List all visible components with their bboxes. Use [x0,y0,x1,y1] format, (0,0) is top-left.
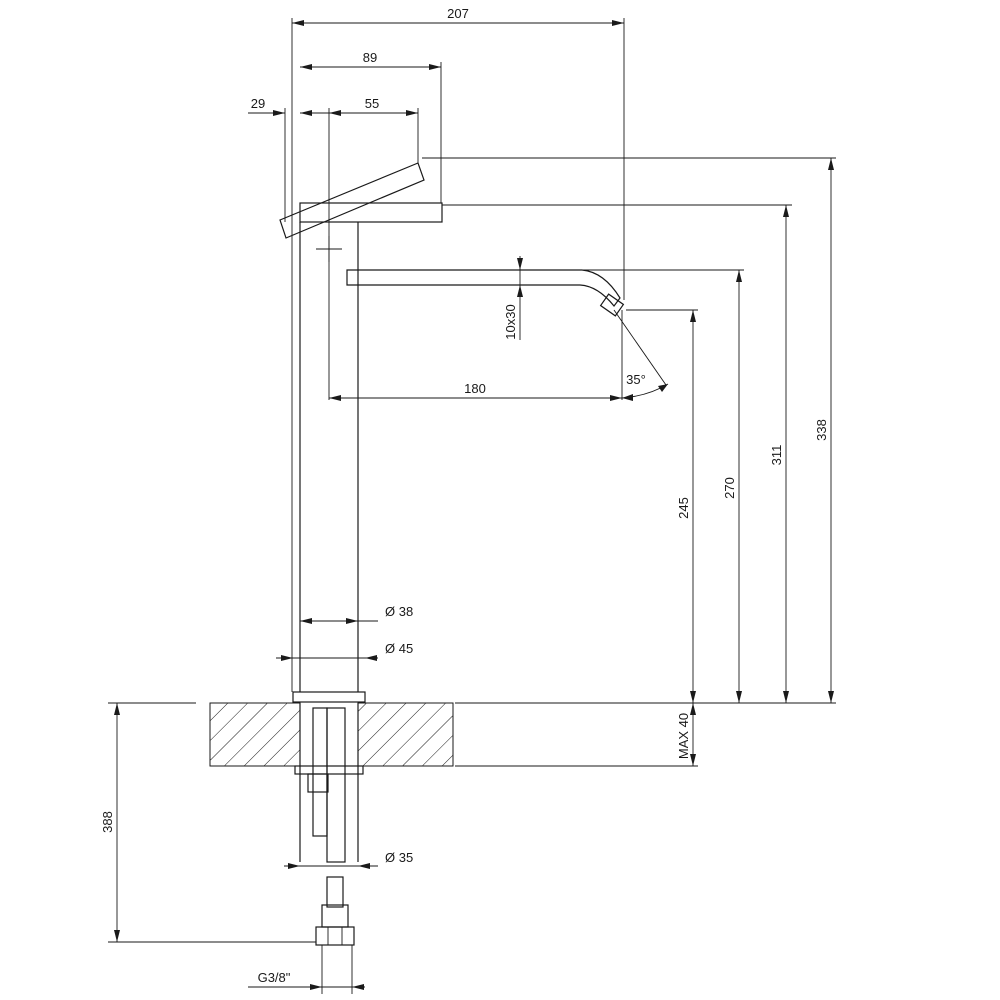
dimension-label-55: 55 [365,96,379,111]
dimension-label-338: 338 [814,419,829,441]
dimension-label-207: 207 [447,6,469,21]
dimension-89: 89 [300,50,441,70]
dimension-label-diameter-45: Ø 45 [385,641,413,656]
dimension-label-270: 270 [722,477,737,499]
dimension-label-180: 180 [464,381,486,396]
countertop-section [209,702,454,767]
dimension-388: 388 [100,703,120,942]
dimension-label-diameter-35: Ø 35 [385,850,413,865]
dimension-180: 180 [329,381,622,401]
dimension-10x30: 10x30 [503,256,523,340]
shank-and-connector [294,703,364,946]
dimension-245: 245 [676,310,696,703]
dimension-label-388: 388 [100,811,115,833]
faucet-body [292,222,366,703]
dimension-angle-35: 35° [621,372,669,401]
dimension-label-max-40: MAX 40 [676,713,691,759]
extension-lines [108,18,836,994]
dimension-label-29: 29 [251,96,265,111]
lever-handle [279,162,443,262]
dimension-diameter-35: Ø 35 [284,850,413,869]
dimension-label-35-degrees: 35° [626,372,646,387]
dimension-max-40: MAX 40 [676,703,696,766]
dimension-29: 29 [248,96,312,116]
dimension-label-89: 89 [363,50,377,65]
dimension-diameter-38: Ø 38 [300,604,413,624]
dimension-270: 270 [722,270,742,703]
dimension-55: 55 [300,96,418,116]
dimension-thread-g3-8: G3/8" [248,970,365,990]
dimension-label-245: 245 [676,497,691,519]
dimension-311: 311 [769,205,789,703]
spout [346,269,625,317]
dimension-207: 207 [292,6,624,26]
dimension-label-311: 311 [769,445,784,466]
dimension-label-10x30: 10x30 [503,304,518,339]
dimension-diameter-45: Ø 45 [276,641,413,661]
dimension-338: 338 [814,158,834,703]
dimension-label-diameter-38: Ø 38 [385,604,413,619]
dimension-label-thread: G3/8" [258,970,291,985]
